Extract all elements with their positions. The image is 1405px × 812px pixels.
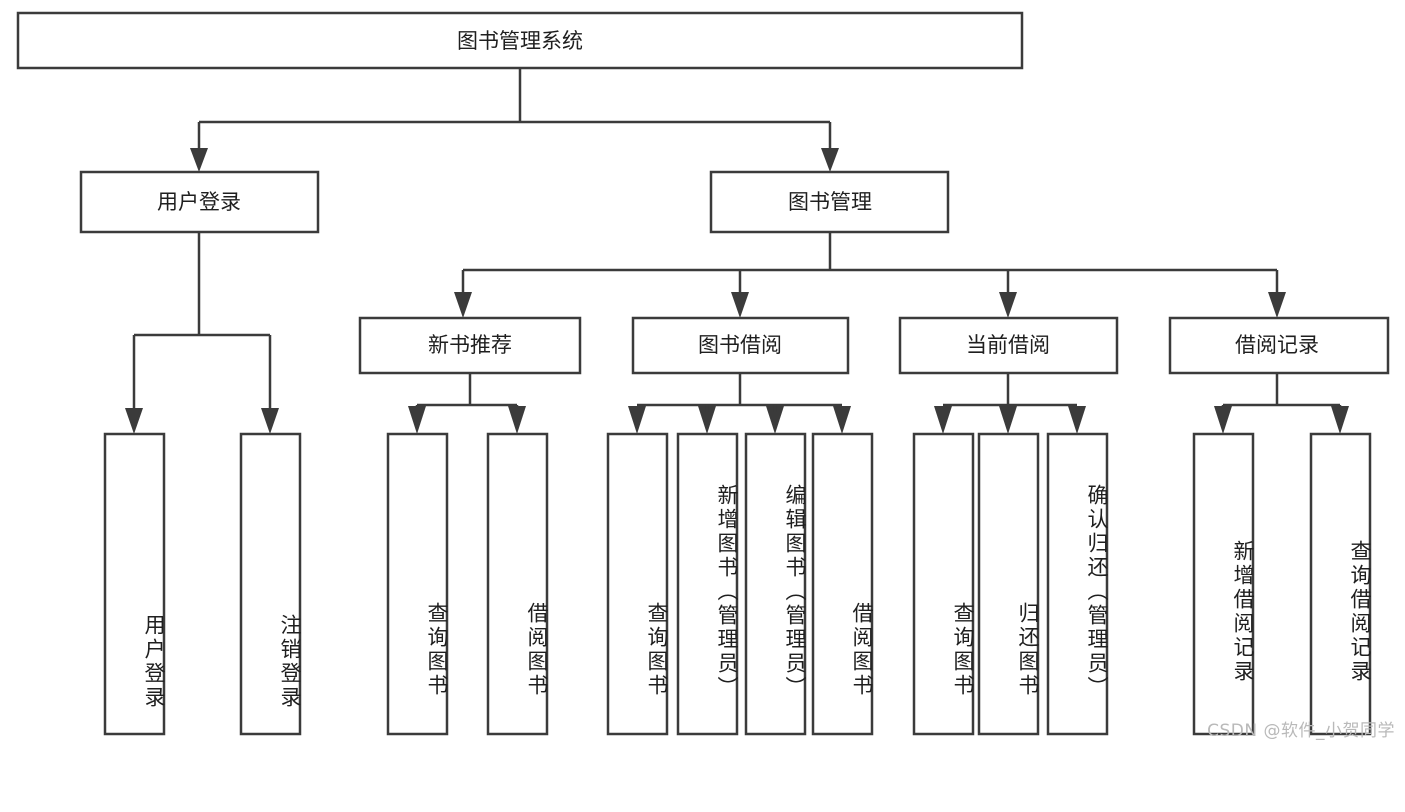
node-user-login-box[interactable] (79, 170, 320, 234)
leaf-box-borrow-book-2[interactable] (811, 432, 874, 736)
arrow-leaf-query-book-1 (408, 406, 426, 434)
node-book-borrow[interactable]: 图书借阅 (631, 316, 850, 375)
arrow-leaf-confirm-return (1068, 406, 1086, 434)
leaf-box-add-record[interactable] (1192, 432, 1255, 736)
arrow-leaf-query-record (1331, 406, 1349, 434)
leaf-box-confirm-return[interactable] (1046, 432, 1109, 736)
leaf-box-add-book[interactable] (676, 432, 739, 736)
node-current-borrow[interactable]: 当前借阅 (898, 316, 1119, 375)
arrow-leaf-query-book-3 (934, 406, 952, 434)
connector-layer (125, 68, 1349, 434)
leaf-box-borrow-book-1[interactable] (486, 432, 549, 736)
node-root-box[interactable] (16, 11, 1024, 70)
arrow-to-user-login (190, 148, 208, 172)
arrow-to-borrow-record (1268, 292, 1286, 318)
arrow-leaf-user-logout (261, 408, 279, 434)
arrow-leaf-return-book (999, 406, 1017, 434)
leaf-box-query-record[interactable] (1309, 432, 1372, 736)
node-current-borrow-label: 当前借阅 (966, 333, 1050, 357)
node-book-manage[interactable]: 图书管理 (709, 170, 950, 234)
arrow-leaf-query-book-2 (628, 406, 646, 434)
diagram-canvas: 图书管理系统 用户登录 图书管理 新书推荐 图书借阅 当前借阅 借阅记录 (16, 11, 1395, 741)
leaf-box-query-book-2[interactable] (606, 432, 669, 736)
node-borrow-record-box[interactable] (1168, 316, 1390, 375)
node-root-label: 图书管理系统 (457, 29, 583, 53)
node-borrow-record[interactable]: 借阅记录 (1168, 316, 1390, 375)
node-book-manage-label: 图书管理 (788, 190, 872, 214)
node-user-login-label: 用户登录 (157, 190, 241, 214)
leaf-box-query-book-1[interactable] (386, 432, 449, 736)
node-current-borrow-box[interactable] (898, 316, 1119, 375)
node-root[interactable]: 图书管理系统 (16, 11, 1024, 70)
tree-diagram-svg: 图书管理系统 用户登录 图书管理 新书推荐 图书借阅 当前借阅 借阅记录 (16, 11, 1390, 736)
arrow-leaf-add-book (698, 406, 716, 434)
arrow-to-book-borrow (731, 292, 749, 318)
leaf-box-user-logout[interactable] (239, 432, 302, 736)
arrow-to-new-book (454, 292, 472, 318)
arrow-to-current-borrow (999, 292, 1017, 318)
node-new-book-recommend[interactable]: 新书推荐 (358, 316, 582, 375)
node-book-borrow-label: 图书借阅 (698, 333, 782, 357)
leaf-box-user-login[interactable] (103, 432, 166, 736)
leaf-box-return-book[interactable] (977, 432, 1040, 736)
arrow-leaf-edit-book (766, 406, 784, 434)
node-book-borrow-box[interactable] (631, 316, 850, 375)
node-new-book-recommend-label: 新书推荐 (428, 333, 512, 357)
node-user-login[interactable]: 用户登录 (79, 170, 320, 234)
leaf-box-edit-book[interactable] (744, 432, 807, 736)
arrow-leaf-borrow-book-1 (508, 406, 526, 434)
leaf-box-query-book-3[interactable] (912, 432, 975, 736)
node-book-manage-box[interactable] (709, 170, 950, 234)
node-borrow-record-label: 借阅记录 (1235, 333, 1319, 357)
watermark-text: CSDN @软件_小贺同学 (1207, 721, 1395, 741)
node-new-book-recommend-box[interactable] (358, 316, 582, 375)
arrow-leaf-add-record (1214, 406, 1232, 434)
arrow-leaf-user-login (125, 408, 143, 434)
arrow-leaf-borrow-book-2 (833, 406, 851, 434)
leaf-box-layer (103, 432, 1372, 736)
arrow-to-book-manage (821, 148, 839, 172)
